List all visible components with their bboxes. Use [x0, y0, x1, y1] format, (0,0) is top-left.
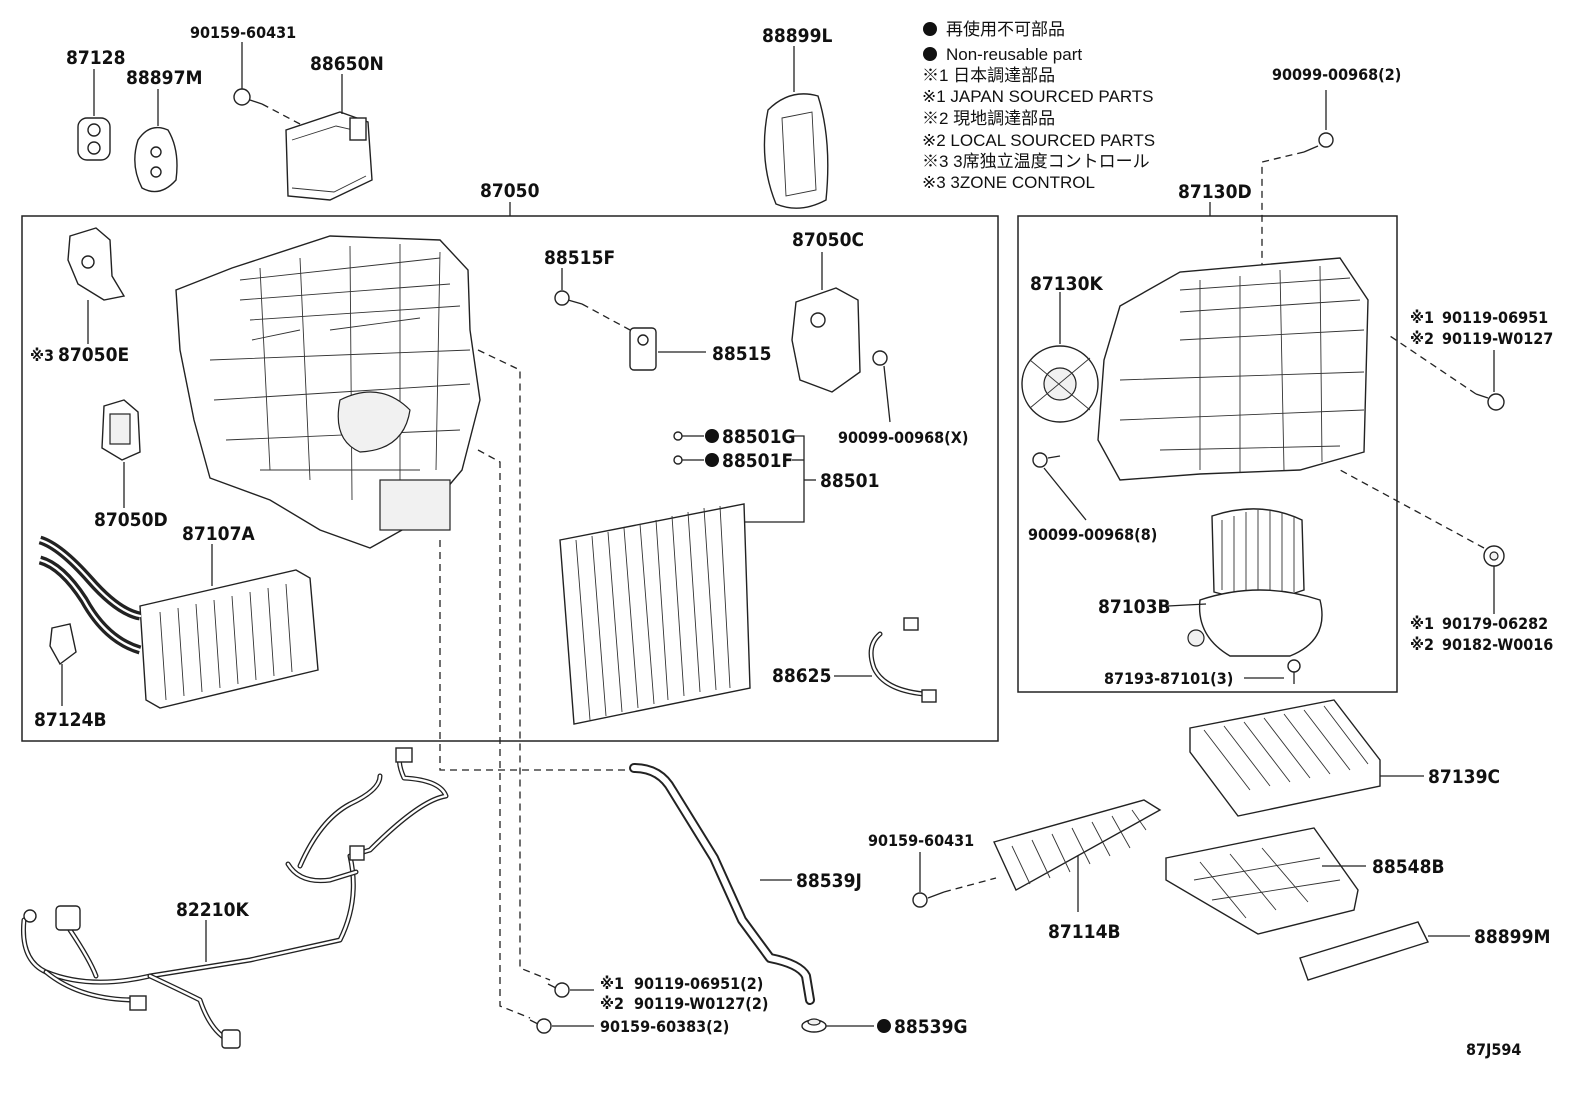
part-88539G-grommet — [801, 1018, 827, 1033]
screw-90099-00968-2 — [1303, 132, 1334, 153]
label-88515F: 88515F — [544, 247, 615, 269]
label-90119-06951-r-note: ※1 — [1410, 308, 1434, 327]
legend: 再使用不可部品 Non-reusable part ※1 日本調達部品 ※1 J… — [922, 19, 1155, 192]
non-reusable-dot-icon — [923, 22, 937, 36]
label-88539J: 88539J — [796, 870, 862, 892]
label-88539G: 88539G — [894, 1016, 968, 1038]
label-87114B: 87114B — [1048, 921, 1121, 943]
screw-90099-00968-X — [872, 350, 888, 366]
part-87050C-actuator — [791, 287, 861, 393]
legend-line-8: ※3 3ZONE CONTROL — [922, 173, 1095, 192]
part-87050E-actuator — [67, 227, 126, 301]
legend-line-6: ※2 LOCAL SOURCED PARTS — [922, 131, 1155, 150]
label-87128: 87128 — [66, 47, 125, 69]
part-88897M-gasket — [134, 126, 178, 193]
legend-line-1: 再使用不可部品 — [946, 19, 1065, 39]
label-87124B: 87124B — [34, 709, 107, 731]
label-88897M: 88897M — [126, 67, 202, 89]
label-90099-00968-2: 90099-00968(2) — [1272, 65, 1401, 84]
label-90119-W0127-r: 90119-W0127 — [1442, 329, 1553, 348]
label-88625: 88625 — [772, 665, 831, 687]
part-88515F-bolt — [554, 290, 583, 306]
bolt-90119-r — [1475, 393, 1505, 411]
label-88515: 88515 — [712, 343, 771, 365]
label-90099-00968-X: 90099-00968(X) — [838, 428, 968, 447]
label-87050E-note: ※3 — [30, 346, 54, 365]
label-90119-W0127-2-note: ※2 — [600, 994, 624, 1013]
label-90119-W0127-2: 90119-W0127(2) — [634, 994, 768, 1013]
label-88501F: 88501F — [722, 450, 793, 472]
label-87103B: 87103B — [1098, 596, 1171, 618]
label-87139C: 87139C — [1428, 766, 1500, 788]
part-87130D-blower-case — [1097, 257, 1369, 481]
part-87139C-filter — [1189, 699, 1381, 817]
part-87050-hvac-unit — [175, 235, 481, 549]
label-87050: 87050 — [480, 180, 540, 202]
label-90159-60431-top: 90159-60431 — [190, 23, 296, 42]
part-87107A-heater-core — [38, 535, 319, 709]
label-88899M: 88899M — [1474, 926, 1550, 948]
label-87130K: 87130K — [1030, 273, 1103, 295]
label-90119-06951-2-note: ※1 — [600, 974, 624, 993]
non-reusable-dot-icon — [705, 453, 719, 467]
screw-90159-60383-2 — [529, 1018, 552, 1034]
legend-line-5: ※2 現地調達部品 — [922, 109, 1055, 128]
screw-90099-00968-8 — [1032, 452, 1061, 468]
label-87050E: 87050E — [58, 344, 129, 366]
label-90119-06951-2: 90119-06951(2) — [634, 974, 763, 993]
label-88501G: 88501G — [722, 426, 796, 448]
label-87050C: 87050C — [792, 229, 864, 251]
nut-90179-06282 — [1483, 545, 1505, 567]
part-88625-sensor — [868, 617, 937, 703]
screw-87193-87101-3 — [1287, 659, 1301, 684]
label-90099-00968-8: 90099-00968(8) — [1028, 525, 1157, 544]
o-ring-icon — [673, 431, 683, 441]
o-ring-icon — [673, 455, 683, 465]
part-87124B-clip — [49, 623, 77, 666]
legend-line-4: ※1 JAPAN SOURCED PARTS — [922, 87, 1154, 106]
label-90179-06282-note: ※1 — [1410, 614, 1434, 633]
label-88650N: 88650N — [310, 53, 384, 75]
legend-line-7: ※3 3席独立温度コントロール — [922, 152, 1150, 171]
label-90119-06951-r: 90119-06951 — [1442, 308, 1548, 327]
label-90159-60431-mid: 90159-60431 — [868, 831, 974, 850]
bolt-90119-bottom — [547, 982, 570, 998]
label-88548B: 88548B — [1372, 856, 1445, 878]
label-87050D: 87050D — [94, 509, 168, 531]
non-reusable-dot-icon — [923, 47, 937, 61]
part-87130K-cover — [1021, 345, 1099, 423]
part-87128-gasket — [77, 117, 111, 161]
part-87103B-blower-motor — [1187, 508, 1323, 657]
screw-90159-60431-top — [233, 88, 263, 106]
part-82210K-wire-harness — [20, 747, 449, 1049]
assembly-87130D-frame — [1017, 215, 1398, 693]
legend-line-2: Non-reusable part — [946, 45, 1082, 64]
part-88539J-drain-hose — [629, 763, 815, 1005]
label-90159-60383-2: 90159-60383(2) — [600, 1017, 729, 1036]
label-88899L: 88899L — [762, 25, 832, 47]
label-88501: 88501 — [820, 470, 879, 492]
screw-90159-60431-mid — [912, 891, 945, 908]
label-90182-W0016-note: ※2 — [1410, 635, 1434, 654]
part-87114B-cover — [993, 799, 1162, 891]
part-88515-expansion-valve — [629, 327, 657, 371]
part-88501-evaporator — [559, 503, 751, 725]
part-87050D-actuator — [101, 399, 141, 461]
part-88899M-cover — [1299, 921, 1429, 981]
label-90119-W0127-r-note: ※2 — [1410, 329, 1434, 348]
part-88548B-tray — [1165, 827, 1359, 935]
label-90182-W0016: 90182-W0016 — [1442, 635, 1553, 654]
diagram-id: 87J594 — [1466, 1040, 1521, 1059]
part-88899L-cover — [763, 93, 829, 209]
label-87107A: 87107A — [182, 523, 255, 545]
legend-line-3: ※1 日本調達部品 — [922, 66, 1055, 85]
non-reusable-dot-icon — [877, 1019, 891, 1033]
non-reusable-dot-icon — [705, 429, 719, 443]
label-82210K: 82210K — [176, 899, 249, 921]
part-88650N-module — [285, 111, 373, 201]
label-87193-87101-3: 87193-87101(3) — [1104, 669, 1233, 688]
label-87130D: 87130D — [1178, 181, 1252, 203]
label-90179-06282: 90179-06282 — [1442, 614, 1548, 633]
